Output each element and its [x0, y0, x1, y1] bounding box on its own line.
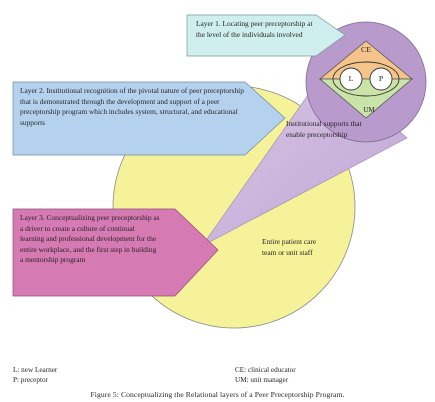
learner-circle: [339, 67, 363, 91]
learner-label: L: [348, 74, 354, 83]
um-diamond-half: [318, 78, 414, 119]
preceptor-circle: [369, 67, 393, 91]
figure-caption: Figure 5: Conceptualizing the Relational…: [90, 390, 345, 399]
ce-label: CE: [361, 45, 371, 54]
layer1-arrow: [186, 14, 346, 57]
layer3-arrow: [12, 208, 219, 297]
legend-preceptor: P: preceptor: [13, 376, 48, 384]
um-label: UM: [363, 106, 375, 114]
layer1-text: Layer 1. Locating peer preceptorship at …: [196, 19, 313, 39]
layer3-text: Layer 3. Conceptualizing peer preceptors…: [20, 213, 160, 265]
institutional-supports-label: Institutional supports that enable prece…: [286, 119, 362, 139]
layer2-text: Layer 2. Institutional recognition of th…: [20, 86, 244, 127]
legend-clinical-educator: CE: clinical educator: [235, 366, 296, 374]
dyad-oval: [332, 61, 400, 97]
legend-unit-manager: UM: unit manager: [235, 376, 289, 384]
preceptor-label: P: [378, 74, 384, 83]
layer2-arrow: [12, 81, 286, 156]
entire-staff-label: Entire patient care team or unit staff: [262, 237, 317, 257]
legend-learner: L: new Learner: [13, 366, 58, 374]
